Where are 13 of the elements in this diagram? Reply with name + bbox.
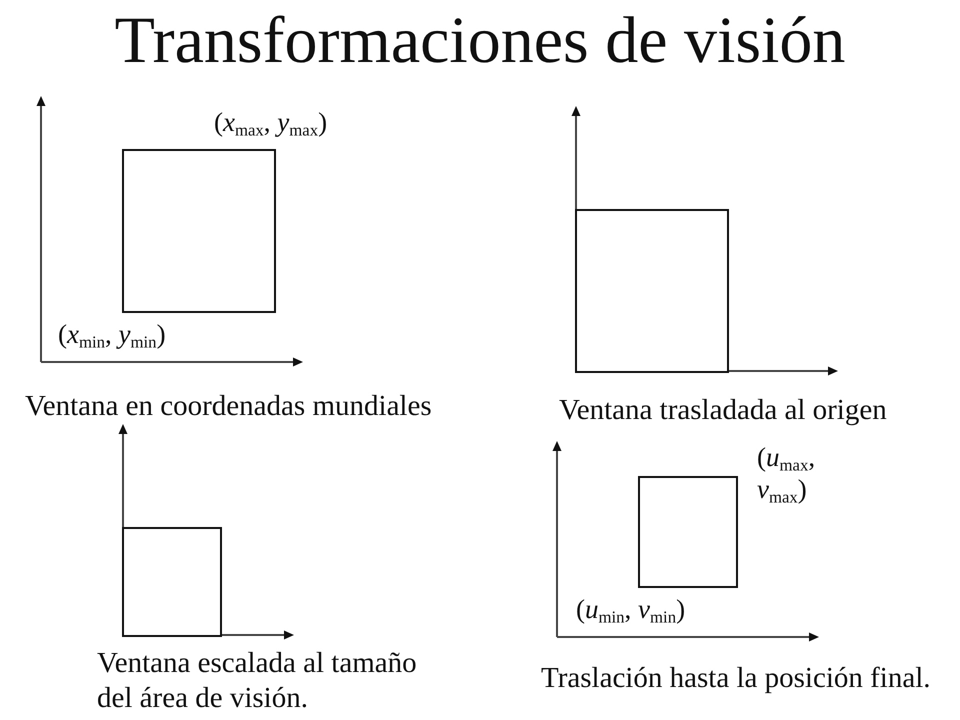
window-rectangle <box>122 527 222 637</box>
panel-caption: Traslación hasta la posición final. <box>541 661 931 696</box>
window-rectangle <box>575 209 729 373</box>
corner-coordinate-label: (x$_{min}$, y$_{min}$) <box>58 318 166 350</box>
corner-coordinate-label: (u$_{max}$, v$_{max}$) <box>757 441 816 506</box>
corner-coordinate-label: (u$_{min}$, v$_{min}$) <box>576 593 686 626</box>
corner-coordinate-label: (x$_{max}$, y$_{max}$) <box>214 106 328 138</box>
panel-caption: Ventana escalada al tamaño del área de visión. <box>97 646 418 716</box>
window-rectangle <box>122 149 276 313</box>
panel-caption: Ventana trasladada al origen <box>559 393 887 428</box>
window-rectangle <box>638 476 738 588</box>
panel-caption: Ventana en coordenadas mundiales <box>25 389 432 424</box>
diagram-title: Transformaciones de visión <box>114 8 846 74</box>
